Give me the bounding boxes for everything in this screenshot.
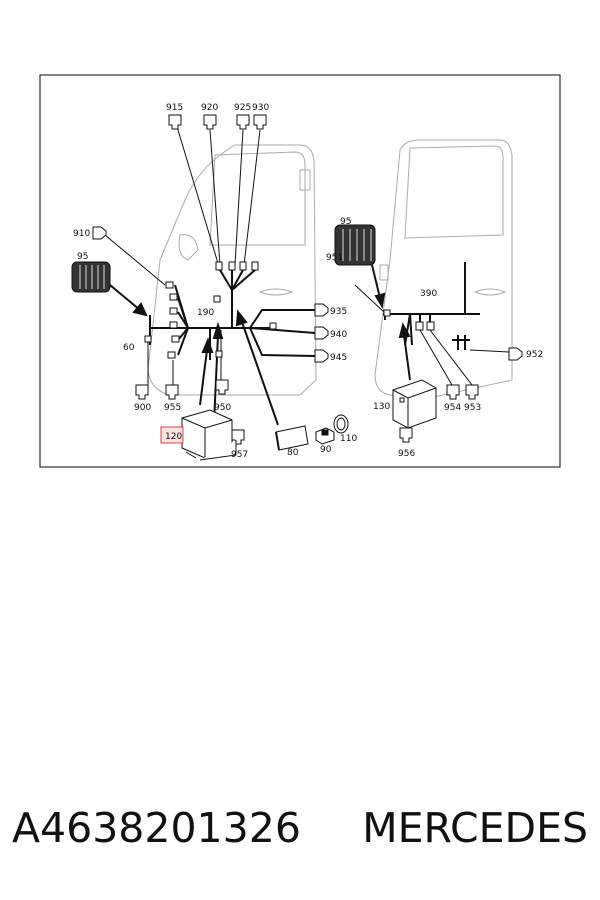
part-number: A4638201326 <box>12 804 301 852</box>
label-90: 90 <box>320 445 332 455</box>
label-930: 930 <box>252 103 269 113</box>
left-connector-boxes <box>144 261 277 359</box>
label-110: 110 <box>340 434 357 444</box>
relay-95-right <box>334 224 376 266</box>
callout-labels: 915 920 925 930 910 95 60 190 935 940 94… <box>73 103 543 460</box>
right-door-outline <box>374 139 513 401</box>
left-door-outline <box>147 144 317 396</box>
label-957: 957 <box>231 450 248 460</box>
label-120-highlight <box>160 426 184 444</box>
diagram-frame <box>39 74 561 468</box>
label-915: 915 <box>166 103 183 113</box>
clip-90 <box>315 427 335 445</box>
label-925: 925 <box>234 103 251 113</box>
wiring-harness-diagram: 915 920 925 930 910 95 60 190 935 940 94… <box>39 74 561 468</box>
label-95-right: 95 <box>340 217 351 227</box>
label-390: 390 <box>420 289 437 299</box>
label-60: 60 <box>123 343 135 353</box>
label-950: 950 <box>214 403 231 413</box>
label-920: 920 <box>201 103 218 113</box>
label-95-left: 95 <box>77 252 88 262</box>
label-130: 130 <box>373 402 390 412</box>
relay-95-left <box>71 261 111 293</box>
label-80: 80 <box>287 448 299 458</box>
right-connector-boxes <box>383 309 435 331</box>
label-951: 951 <box>326 253 343 263</box>
grommet-110 <box>333 414 349 434</box>
trim-panel-80 <box>275 425 309 451</box>
label-952: 952 <box>526 350 543 360</box>
label-940: 940 <box>330 330 347 340</box>
label-120: 120 <box>165 432 182 442</box>
label-900: 900 <box>134 403 151 413</box>
side-connector-icons <box>92 226 329 363</box>
module-130 <box>392 379 437 429</box>
top-connector-icons <box>168 114 267 130</box>
label-954: 954 <box>444 403 461 413</box>
brand-name: MERCEDES <box>362 804 588 852</box>
label-956: 956 <box>398 449 415 459</box>
module-120 <box>181 409 237 461</box>
right-pointer-lines <box>354 284 511 386</box>
bottom-connector-icons-left <box>135 379 245 445</box>
left-arrows <box>109 284 279 446</box>
label-910: 910 <box>73 229 90 239</box>
right-arrows <box>371 264 411 381</box>
label-935: 935 <box>330 307 347 317</box>
label-953: 953 <box>464 403 481 413</box>
label-955: 955 <box>164 403 181 413</box>
label-945: 945 <box>330 353 347 363</box>
product-caption: A4638201326 MERCEDES <box>0 800 600 870</box>
label-190: 190 <box>197 308 214 318</box>
